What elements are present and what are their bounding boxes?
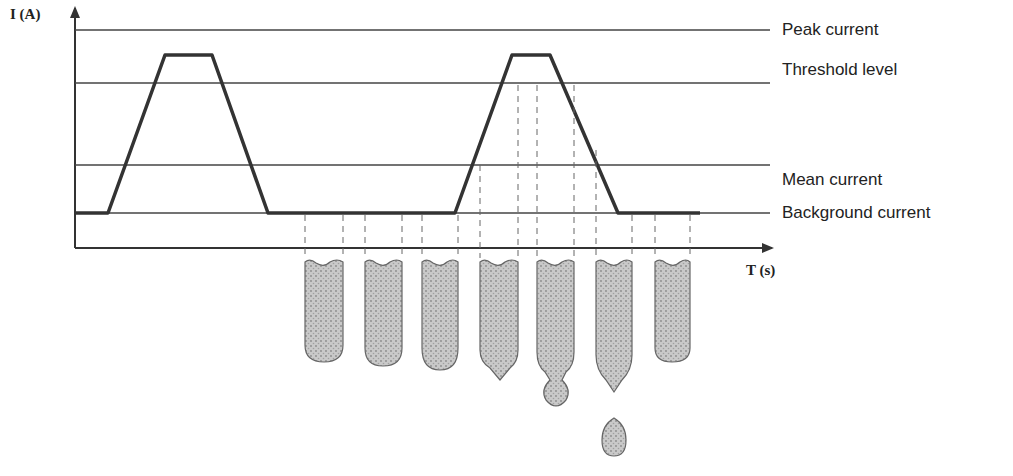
level-lines xyxy=(75,30,770,213)
level-label: Peak current xyxy=(780,20,880,40)
level-label: Background current xyxy=(780,203,932,223)
level-label: Threshold level xyxy=(780,60,899,80)
axis-label: T (s) xyxy=(744,260,777,280)
level-label: Mean current xyxy=(780,170,884,190)
projection-lines xyxy=(305,85,690,258)
x-axis xyxy=(75,247,772,249)
axis-label: I (A) xyxy=(8,4,42,24)
electrode-droplets xyxy=(305,260,690,456)
current-waveform xyxy=(75,55,700,213)
